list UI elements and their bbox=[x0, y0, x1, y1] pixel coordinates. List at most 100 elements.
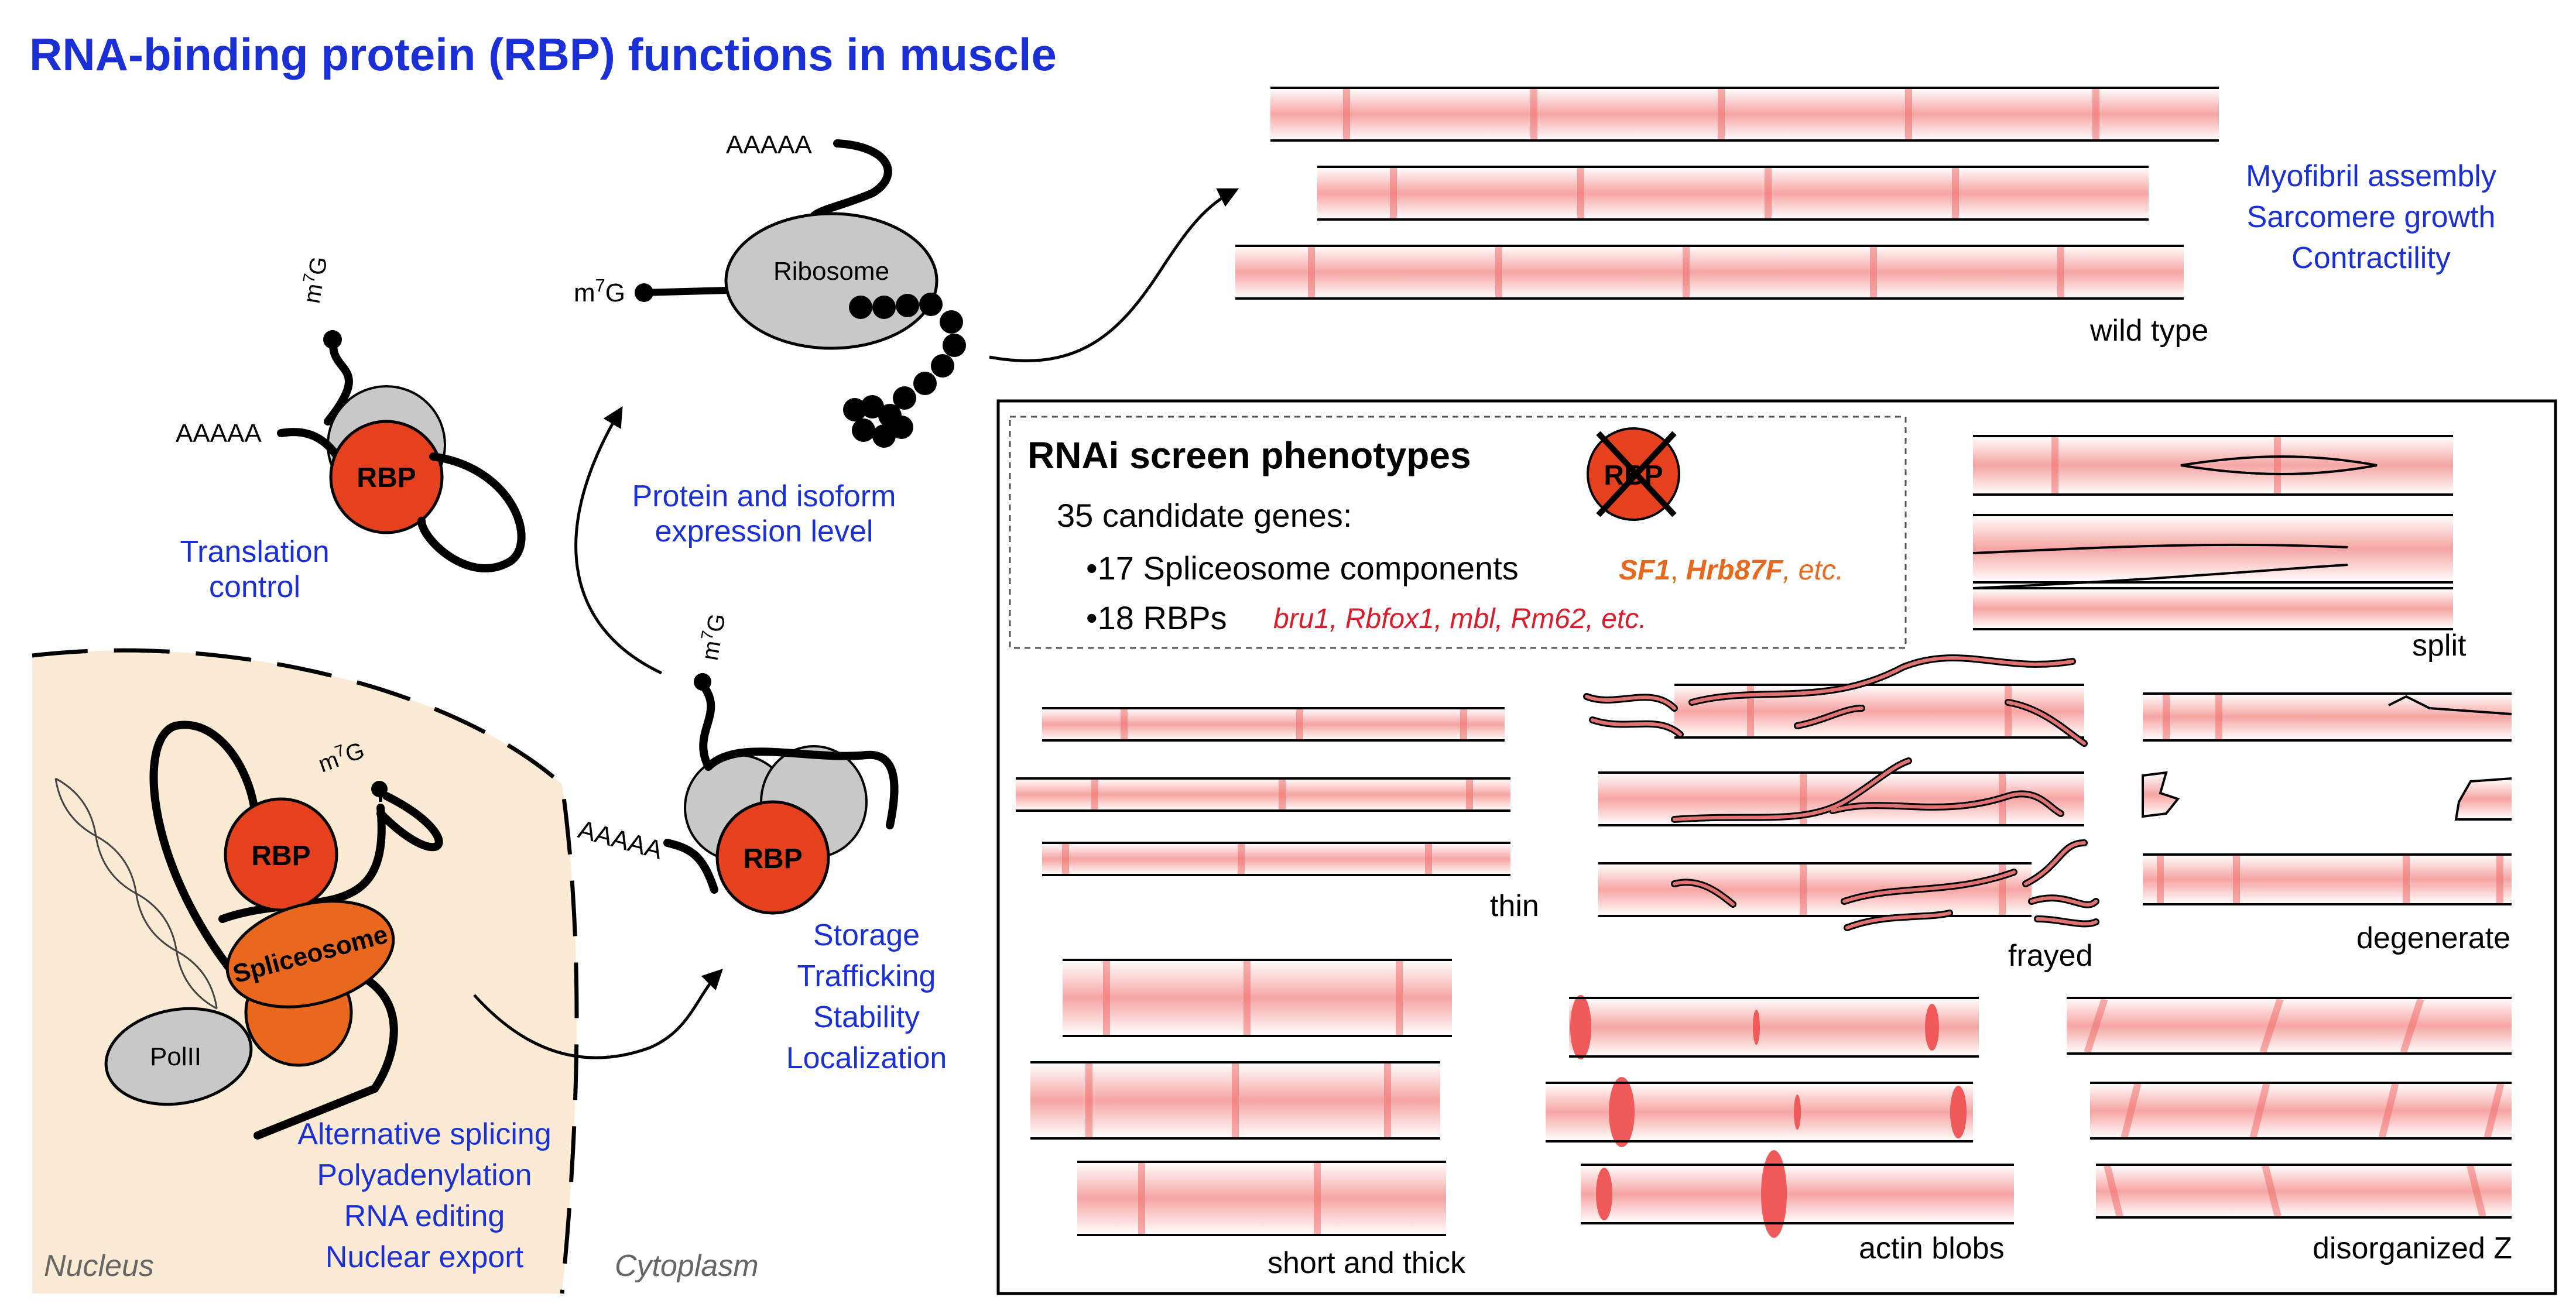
myofibril bbox=[1030, 1061, 1440, 1140]
spliceosome-line: •17 Spliceosome components bbox=[1086, 550, 1519, 586]
z-line bbox=[1596, 1168, 1612, 1220]
z-line bbox=[1495, 246, 1502, 299]
rbp-line: •18 RBPs bbox=[1086, 599, 1227, 636]
myofibril-body bbox=[1042, 708, 1505, 740]
phenotype-short-thick: short and thick bbox=[1268, 1246, 1466, 1280]
myofibril bbox=[2143, 692, 2512, 742]
myofibril-function-3: Contractility bbox=[2291, 241, 2451, 275]
myofibril-body bbox=[1016, 778, 1510, 811]
z-line bbox=[1103, 960, 1110, 1036]
myofibrils-layer bbox=[1016, 87, 2512, 1238]
myofibril bbox=[2096, 1164, 2512, 1219]
storage-function-4: Localization bbox=[786, 1041, 947, 1075]
wild-type-label: wild type bbox=[2089, 314, 2208, 348]
myofibril-body bbox=[1077, 1162, 1446, 1235]
phenotype-thin: thin bbox=[1490, 889, 1539, 923]
z-line bbox=[2249, 1082, 2270, 1139]
myofibril bbox=[1973, 435, 2453, 496]
nuclear-function-4: Nuclear export bbox=[326, 1240, 524, 1274]
z-line bbox=[2121, 1082, 2142, 1139]
z-line bbox=[2483, 1082, 2505, 1139]
nuclear-function-2: Polyadenylation bbox=[317, 1158, 532, 1192]
storage-function-1: Storage bbox=[813, 918, 920, 952]
z-line bbox=[1390, 167, 1397, 219]
myofibril bbox=[1581, 1150, 2014, 1238]
translation-rbp-label: RBP bbox=[357, 462, 416, 493]
z-line bbox=[2057, 246, 2064, 299]
z-line bbox=[2233, 855, 2240, 904]
myofibril bbox=[1569, 995, 1979, 1059]
myofibril-body bbox=[2143, 694, 2512, 740]
myofibril bbox=[1973, 587, 2453, 630]
screen-legend-box bbox=[1009, 416, 1907, 649]
z-line bbox=[1314, 1162, 1321, 1235]
phenotype-decorations bbox=[1583, 455, 2512, 931]
myofibril bbox=[1598, 771, 2084, 826]
nuclear-function-3: RNA editing bbox=[344, 1199, 505, 1233]
z-line bbox=[1577, 167, 1584, 219]
myofibril-body bbox=[1569, 998, 1979, 1056]
z-line bbox=[1999, 863, 2006, 916]
phenotype-degenerate: degenerate bbox=[2356, 921, 2510, 955]
z-line bbox=[2403, 855, 2410, 904]
myofibril-body bbox=[1973, 515, 2453, 582]
z-line bbox=[1950, 1086, 1967, 1138]
myofibril bbox=[2143, 853, 2512, 905]
storage-functions: Storage Trafficking Stability Localizati… bbox=[786, 918, 947, 1075]
translation-polya: AAAAA bbox=[176, 419, 262, 448]
myofibril bbox=[1077, 1161, 1446, 1236]
phenotype-disorganized-z: disorganized Z bbox=[2313, 1231, 2512, 1265]
z-line bbox=[1279, 778, 1286, 811]
myofibril-body bbox=[1598, 773, 2084, 825]
myofibril-body bbox=[1270, 88, 2219, 140]
myofibril bbox=[1546, 1077, 1973, 1147]
myofibril-body bbox=[2067, 998, 2512, 1054]
z-line bbox=[1952, 167, 1959, 219]
phenotype-frayed: frayed bbox=[2008, 939, 2093, 973]
myofibril bbox=[1598, 862, 2032, 917]
nuclear-rbp-label: RBP bbox=[251, 840, 310, 872]
storage-complex: m7G AAAAA RBP bbox=[575, 611, 899, 915]
z-line bbox=[1870, 246, 1877, 299]
z-line bbox=[1466, 778, 1473, 811]
z-line bbox=[1138, 1162, 1145, 1235]
myofibril-body bbox=[1317, 167, 2149, 219]
phenotype-labels: split thin frayed degenerate short and t… bbox=[1268, 629, 2512, 1280]
storage-cap: m7G bbox=[694, 611, 731, 662]
gene-sf1: SF1 bbox=[1619, 555, 1670, 586]
translation-control-line-2: control bbox=[209, 570, 300, 604]
z-line bbox=[2005, 685, 2012, 737]
z-line bbox=[1794, 1095, 1801, 1130]
nuclear-complex: RBP Spliceosome PolII m7G bbox=[104, 721, 443, 1140]
myofibril-body bbox=[1973, 436, 2453, 495]
z-line bbox=[2259, 998, 2284, 1054]
storage-polya: AAAAA bbox=[575, 815, 666, 864]
z-line bbox=[2157, 855, 2164, 904]
translation-complex: m7G AAAAA RBP bbox=[176, 255, 526, 572]
candidate-genes: 35 candidate genes: bbox=[1057, 497, 1352, 534]
z-line bbox=[1683, 246, 1690, 299]
z-line bbox=[2051, 436, 2058, 495]
dna-helix bbox=[54, 777, 218, 1010]
z-line bbox=[1384, 1062, 1391, 1138]
myofibril bbox=[2067, 997, 2512, 1055]
myofibril bbox=[1270, 87, 2219, 142]
nuclear-functions: Alternative splicing Polyadenylation RNA… bbox=[297, 1117, 551, 1274]
z-line bbox=[2262, 1164, 2282, 1218]
phenotype-split: split bbox=[2412, 629, 2467, 663]
z-line bbox=[2274, 436, 2281, 495]
myofibril-body bbox=[2090, 1083, 2512, 1138]
translation-rbp bbox=[329, 420, 444, 534]
myofibril bbox=[1042, 842, 1510, 876]
spliceosome-genes: SF1, Hrb87F, etc. bbox=[1619, 555, 1844, 586]
nucleus-label: Nucleus bbox=[44, 1249, 154, 1283]
gene-sep: , bbox=[1670, 555, 1686, 586]
nuclear-function-1: Alternative splicing bbox=[297, 1117, 551, 1151]
z-line bbox=[1121, 708, 1128, 740]
arrow-nucleus-to-storage bbox=[473, 969, 723, 1059]
z-line bbox=[1761, 1150, 1787, 1238]
translation-control-line-1: Translation bbox=[180, 535, 329, 569]
z-line bbox=[1238, 843, 1245, 875]
ribosome-label: Ribosome bbox=[773, 257, 889, 286]
phenotype-actin-blobs: actin blobs bbox=[1859, 1231, 2005, 1265]
